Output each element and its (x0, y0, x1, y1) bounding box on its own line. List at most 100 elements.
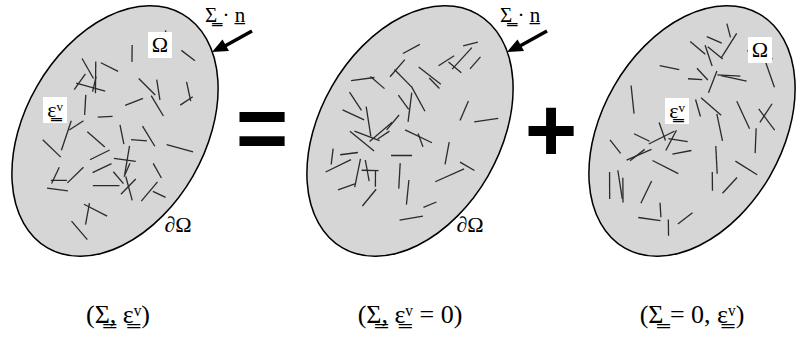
crack-line (131, 134, 147, 147)
crack-line (639, 181, 653, 203)
traction-label: Σ̳ · n̲ (203, 3, 247, 27)
crack-line (417, 67, 443, 84)
crack-line (427, 78, 441, 89)
crack-line (101, 62, 118, 73)
crack-line (435, 160, 464, 191)
crack-line (447, 62, 463, 73)
crack-line (439, 51, 455, 70)
arrow-shaft (519, 31, 547, 47)
crack-line (403, 39, 420, 58)
crack-line (612, 178, 633, 203)
crack-line (707, 35, 722, 45)
crack-line (672, 143, 691, 161)
crack-line (145, 96, 169, 116)
crack-line (753, 109, 779, 130)
crack-line (340, 145, 358, 161)
crack-line (51, 173, 67, 187)
load-arrow (212, 31, 252, 52)
ellipse-group (547, 0, 802, 293)
domain-label: ε̳ᵛ (43, 97, 67, 122)
equals-sign: = (236, 83, 289, 173)
crack-line (660, 60, 680, 75)
load-arrow (507, 31, 547, 52)
crack-line (707, 114, 733, 141)
domain-label: Ω (148, 32, 172, 57)
crack-line (607, 140, 624, 153)
domain-boundary (265, 0, 556, 293)
crack-line (351, 68, 374, 90)
crack-line (458, 101, 471, 120)
crack-line (735, 161, 758, 175)
crack-line (717, 66, 740, 85)
crack-line (689, 100, 706, 117)
crack-line (688, 73, 702, 85)
crack-line (668, 133, 687, 148)
boundary-label: ∂Ω (456, 212, 483, 237)
crack-line (627, 141, 652, 168)
crack-line (338, 178, 355, 196)
crack-line (695, 68, 710, 80)
domain-ellipse: ∂Ω (305, 5, 515, 257)
arrow-head (212, 40, 229, 53)
traction-label: Σ̳ · n̲ (498, 3, 542, 27)
crack-line (141, 180, 157, 204)
crack-line (125, 45, 140, 62)
crack-line (704, 146, 729, 174)
crack-line (652, 159, 678, 175)
crack-line (728, 101, 758, 129)
crack-line (688, 41, 707, 54)
crack-line (179, 82, 198, 101)
crack-line (76, 76, 105, 97)
crack-line (439, 142, 456, 164)
crack-line (649, 123, 675, 152)
crack-line (167, 139, 193, 158)
crack-line (414, 133, 428, 146)
crack-line (93, 158, 112, 179)
crack-line (721, 33, 736, 59)
crack-line (93, 174, 120, 197)
crack-line (47, 181, 68, 198)
crack-line (84, 203, 107, 217)
crack-line (678, 209, 693, 227)
crack-line (398, 93, 421, 122)
crack-line (370, 117, 393, 146)
crack-line (705, 71, 720, 93)
crack-line (345, 92, 367, 110)
crack-line (398, 180, 418, 205)
crack-line (463, 37, 478, 52)
crack-line (326, 152, 351, 180)
crack-line (704, 172, 720, 191)
crack-line (90, 144, 110, 166)
crack-line (390, 58, 405, 79)
crack-line (607, 170, 634, 199)
domain-ellipse: Ωε̳ᵛ (587, 5, 797, 257)
crack-line (423, 198, 436, 212)
crack-line (121, 176, 136, 196)
crack-line (638, 210, 660, 228)
crack-line (113, 125, 132, 144)
crack-line (56, 121, 77, 150)
domain-ellipse: Ωε̳ᵛ∂Ω (10, 5, 220, 257)
crack-line (114, 151, 136, 168)
loading-caption: (Σ̳, ε̳ᵛ) (86, 300, 150, 330)
crack-line (69, 117, 83, 134)
crack-line (698, 98, 723, 116)
crack-line (117, 177, 141, 201)
plus-sign: + (525, 85, 578, 175)
crack-line (85, 132, 107, 147)
crack-line (620, 86, 646, 114)
crack-line (470, 55, 480, 70)
domain-boundary (0, 0, 260, 293)
crack-line (77, 95, 94, 115)
domain-boundary (547, 0, 802, 293)
crack-line (137, 126, 161, 146)
crack-line (661, 219, 675, 235)
crack-line (149, 163, 166, 178)
crack-line (136, 78, 159, 95)
crack-line (387, 113, 399, 131)
crack-line (460, 162, 474, 170)
crack-line (653, 123, 672, 141)
loading-caption: (Σ̳, ε̳ᵛ = 0) (358, 300, 463, 330)
crack-line (347, 131, 376, 151)
